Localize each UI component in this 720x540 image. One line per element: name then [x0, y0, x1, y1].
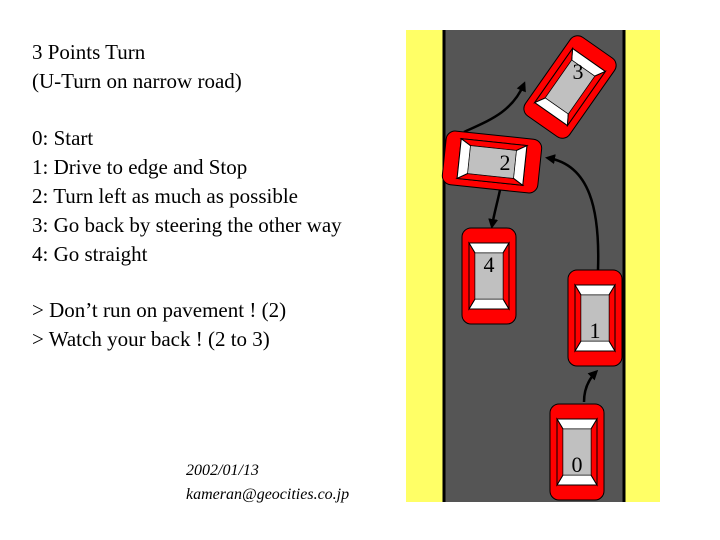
steps-list: 0: Start 1: Drive to edge and Stop 2: Tu…: [32, 124, 342, 269]
car-2: [440, 129, 544, 195]
car-1-label: 1: [590, 318, 601, 343]
note-item: > Don’t run on pavement ! (2): [32, 298, 287, 322]
road-shoulder-right: [624, 30, 660, 502]
title-line-1: 3 Points Turn: [32, 40, 146, 64]
footer-date: 2002/01/13: [186, 462, 259, 479]
notes-list: > Don’t run on pavement ! (2) > Watch yo…: [32, 296, 286, 354]
footer-email: kameran@geocities.co.jp: [186, 486, 350, 503]
path-arrow-0-to-1: [582, 369, 599, 403]
step-item: 1: Drive to edge and Stop: [32, 155, 248, 179]
car-1: 1: [567, 269, 623, 367]
road-shoulder-left: [406, 30, 444, 502]
step-item: 4: Go straight: [32, 242, 148, 266]
note-item: > Watch your back ! (2 to 3): [32, 327, 270, 351]
path-arrow-2-to-3: [463, 81, 526, 134]
car-4-label: 4: [484, 252, 495, 277]
step-item: 0: Start: [32, 126, 94, 150]
car-0-label: 0: [572, 452, 583, 477]
step-item: 3: Go back by steering the other way: [32, 213, 342, 237]
car-2-label: 2: [500, 150, 511, 175]
path-arrow-1-to-2: [545, 154, 600, 271]
footer: 2002/01/13 kameran@geocities.co.jp: [186, 459, 349, 507]
title-block: 3 Points Turn (U-Turn on narrow road): [32, 38, 242, 96]
step-item: 2: Turn left as much as possible: [32, 184, 298, 208]
title-line-2: (U-Turn on narrow road): [32, 69, 242, 93]
car-4: 4: [461, 227, 517, 325]
car-0: 0: [549, 403, 605, 501]
path-arrow-3-to-4: [488, 189, 502, 229]
car-3-label: 3: [573, 59, 584, 84]
